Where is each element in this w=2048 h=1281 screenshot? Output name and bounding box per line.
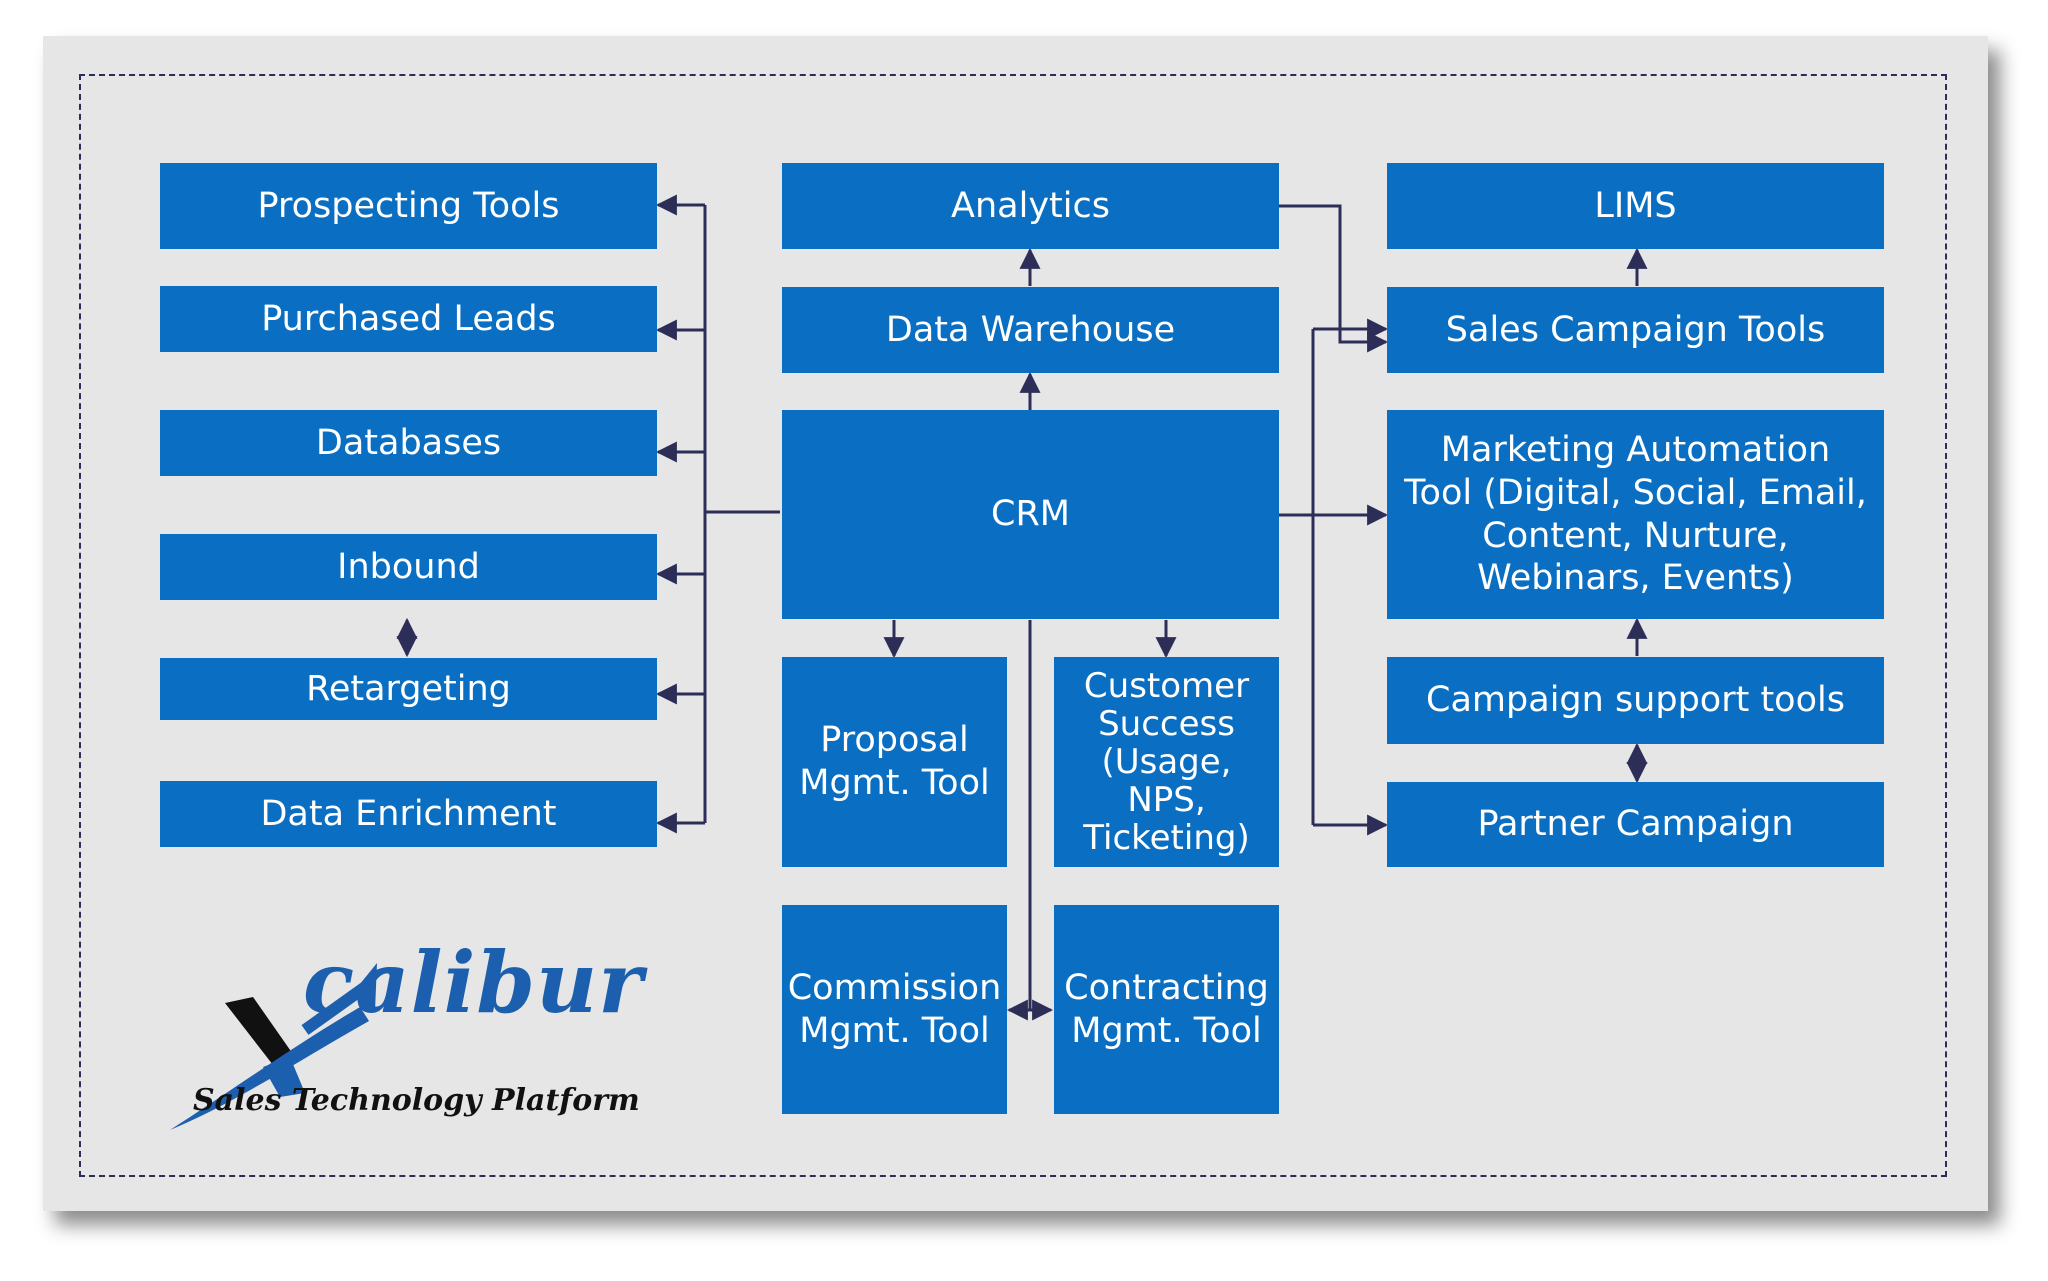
box-inbound: Inbound <box>160 534 657 600</box>
box-prospecting-tools: Prospecting Tools <box>160 163 657 249</box>
box-analytics: Analytics <box>782 163 1279 249</box>
box-lims: LIMS <box>1387 163 1884 249</box>
box-marketing-automation: Marketing Automation Tool (Digital, Soci… <box>1387 410 1884 619</box>
box-purchased-leads: Purchased Leads <box>160 286 657 352</box>
box-contracting-mgmt: Contracting Mgmt. Tool <box>1054 905 1279 1114</box>
logo-wordmark: calibur <box>303 933 644 1032</box>
box-databases: Databases <box>160 410 657 476</box>
box-crm: CRM <box>782 410 1279 619</box>
analytics-to-sales-campaign <box>1278 204 1389 353</box>
dashed-frame <box>79 74 1947 1177</box>
box-customer-success: Customer Success (Usage, NPS, Ticketing) <box>1054 657 1279 867</box>
box-commission-mgmt: Commission Mgmt. Tool <box>782 905 1007 1114</box>
box-data-warehouse: Data Warehouse <box>782 287 1279 373</box>
box-partner-campaign: Partner Campaign <box>1387 782 1884 867</box>
logo-x-arrow-icon <box>170 963 377 1130</box>
box-proposal-mgmt: Proposal Mgmt. Tool <box>782 657 1007 867</box>
box-sales-campaign-tools: Sales Campaign Tools <box>1387 287 1884 373</box>
box-data-enrichment: Data Enrichment <box>160 781 657 847</box>
box-retargeting: Retargeting <box>160 658 657 720</box>
xcalibur-logo: calibur Sales Technology Platform <box>155 933 642 1145</box>
box-campaign-support-tools: Campaign support tools <box>1387 657 1884 744</box>
logo-tagline: Sales Technology Platform <box>193 1083 640 1118</box>
